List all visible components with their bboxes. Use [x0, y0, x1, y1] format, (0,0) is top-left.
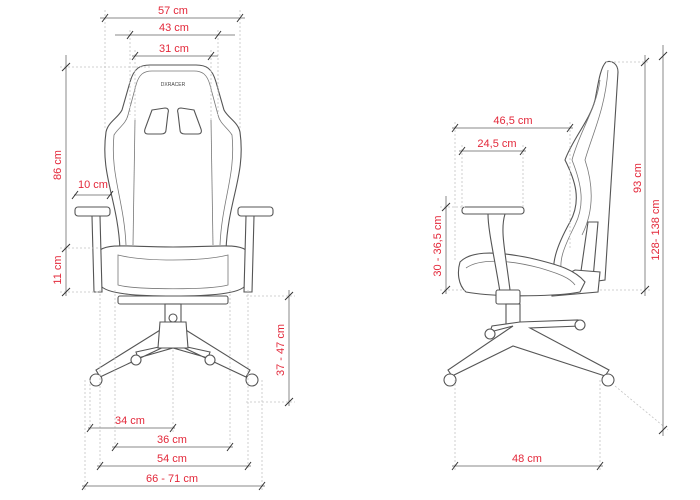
label-overall-width: 57 cm	[158, 5, 188, 17]
label-armrest-height: 30 - 36,5 cm	[432, 215, 444, 276]
label-seat-width: 54 cm	[157, 453, 187, 465]
label-armrest-length: 24,5 cm	[477, 138, 516, 150]
label-shoulder-width: 43 cm	[159, 22, 189, 34]
label-seat-height: 37 - 47 cm	[275, 324, 287, 376]
front-extension-lines	[60, 10, 295, 490]
label-seat-base-width: 36 cm	[157, 434, 187, 446]
front-headrest-hole-left	[144, 107, 169, 135]
side-caster	[574, 319, 586, 331]
side-chair-drawing	[443, 60, 619, 387]
front-headrest-hole-right	[177, 107, 202, 135]
side-caster	[443, 373, 457, 387]
label-base-depth: 48 cm	[512, 453, 542, 465]
front-armrest-left	[74, 206, 111, 217]
dimension-lines	[61, 13, 668, 491]
label-backrest-height: 86 cm	[52, 150, 64, 180]
front-armrest-right	[237, 206, 274, 217]
front-chair-drawing: DXRACER	[74, 64, 274, 387]
dimension-labels: 57 cm 43 cm 31 cm 86 cm 10 cm 11 cm 37 -…	[52, 5, 662, 485]
side-extension-lines	[440, 61, 669, 470]
label-base-radius: 34 cm	[115, 415, 145, 427]
side-base-star	[447, 319, 610, 377]
label-total-width: 66 - 71 cm	[146, 473, 198, 485]
side-caster	[601, 373, 615, 387]
side-armrest	[461, 206, 525, 215]
front-caster	[130, 354, 142, 366]
label-seat-thickness: 11 cm	[52, 255, 64, 284]
front-backrest	[104, 64, 242, 251]
brand-logo: DXRACER	[161, 82, 186, 88]
label-armrest-width: 10 cm	[78, 179, 108, 191]
front-caster	[204, 354, 216, 366]
label-total-height: 128- 138 cm	[650, 199, 662, 260]
front-caster	[245, 373, 259, 387]
label-seat-depth: 46,5 cm	[493, 115, 532, 127]
side-caster	[484, 328, 496, 340]
label-back-width: 31 cm	[159, 43, 189, 55]
label-back-height: 93 cm	[632, 163, 644, 193]
